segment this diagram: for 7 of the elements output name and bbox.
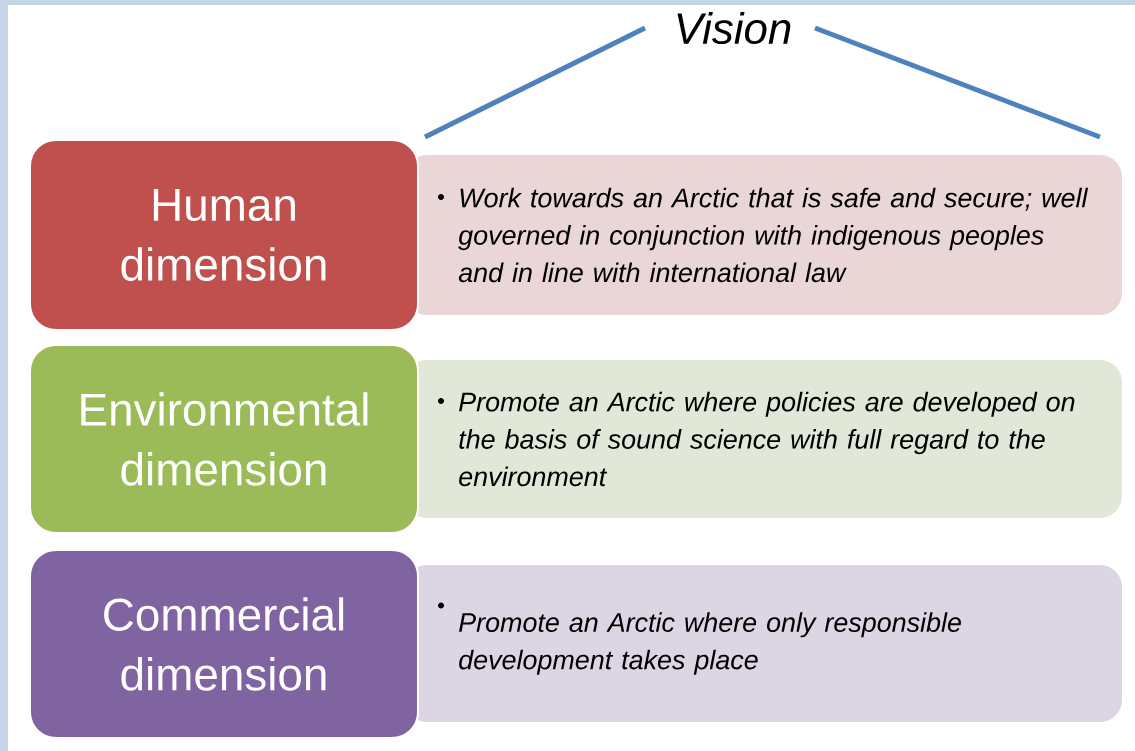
title: Vision xyxy=(677,11,791,45)
dimension-box: Commercial dimension xyxy=(29,549,419,739)
text-band: Work towards an Arctic that is safe and secure; well governed in conjunction with indigenous peoples and in line with international law xyxy=(405,155,1122,315)
dimension-box: Environmental dimension xyxy=(29,344,419,534)
text-band: Promote an Arctic where only responsible development takes place xyxy=(405,565,1122,722)
text-band: Promote an Arctic where policies are developed on the basis of sound science with full regard to the environment xyxy=(405,360,1122,518)
dimension-box: Human dimension xyxy=(29,139,419,331)
